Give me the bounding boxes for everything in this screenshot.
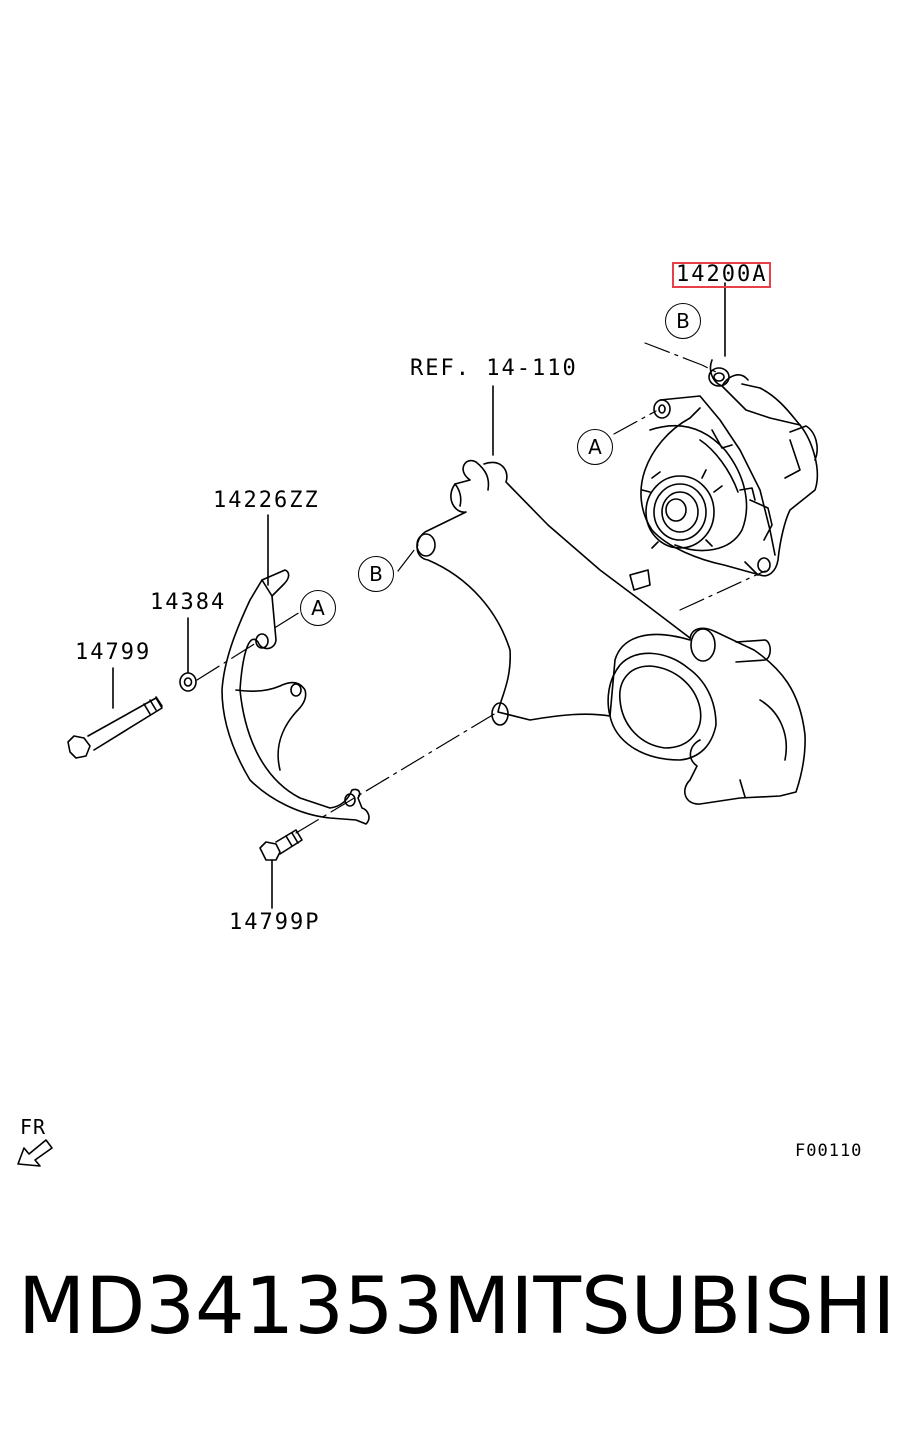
callout-alternator[interactable]: 14200A [672, 262, 772, 288]
engine-housing [416, 459, 806, 805]
bolt [67, 696, 163, 759]
washer [179, 672, 197, 692]
circle-a-marker: A [300, 590, 336, 626]
alternator [640, 359, 819, 577]
circle-b-marker: B [358, 556, 394, 592]
circle-a-marker: A [577, 429, 613, 465]
callout-washer[interactable]: 14384 [150, 590, 227, 615]
direction-label: FR [20, 1115, 47, 1139]
fr-arrow-icon [17, 1139, 53, 1167]
callout-bolt-p[interactable]: 14799P [229, 910, 321, 935]
brand-name: MITSUBISHI [443, 1262, 896, 1352]
callout-brace[interactable]: 14226ZZ [213, 488, 320, 513]
bracket [221, 569, 370, 825]
leader-lines [112, 282, 726, 909]
bolt-p [259, 829, 303, 861]
callout-ref[interactable]: REF. 14-110 [410, 356, 578, 381]
figure-code: F00110 [795, 1141, 863, 1161]
circle-b-marker: B [665, 303, 701, 339]
callout-bolt[interactable]: 14799 [75, 640, 152, 665]
footer: MD341353 MITSUBISHI [18, 1262, 895, 1352]
part-number: MD341353 [18, 1262, 444, 1352]
